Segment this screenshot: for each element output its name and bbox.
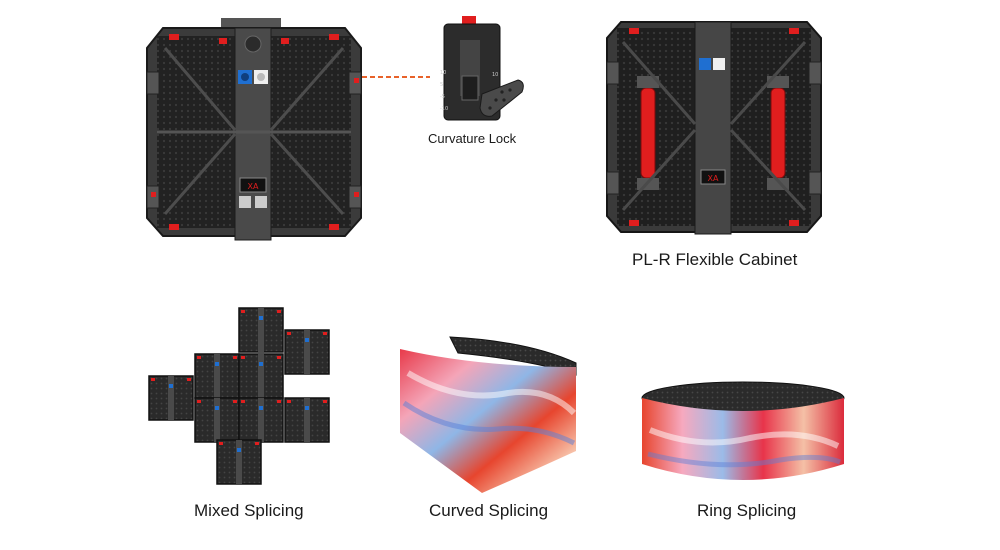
svg-text:10: 10	[492, 72, 498, 78]
leader-line	[360, 74, 432, 80]
curvature-lock-label: Curvature Lock	[428, 131, 517, 146]
svg-text:-5: -5	[440, 94, 445, 100]
mixed-splicing-image	[147, 306, 333, 486]
svg-text:-10: -10	[440, 106, 448, 112]
flexible-cabinet-label: PL-R Flexible Cabinet	[632, 250, 798, 269]
curved-splicing-label: Curved Splicing	[429, 501, 549, 520]
flexible-cabinet-image: XA	[603, 12, 825, 237]
svg-text:XA: XA	[248, 182, 259, 191]
ring-splicing-label: Ring Splicing	[697, 501, 797, 520]
top-handle	[221, 18, 281, 28]
svg-text:5: 5	[440, 82, 443, 88]
cabinet-back-view: XA	[143, 18, 365, 243]
svg-text:XA: XA	[708, 174, 719, 183]
svg-text:10: 10	[440, 70, 446, 76]
mixed-splicing-label: Mixed Splicing	[194, 501, 304, 520]
curved-splicing-image	[398, 333, 580, 495]
ring-splicing-image	[640, 380, 846, 488]
curvature-lock-detail: 10 5 -5 -10 10	[432, 16, 528, 128]
